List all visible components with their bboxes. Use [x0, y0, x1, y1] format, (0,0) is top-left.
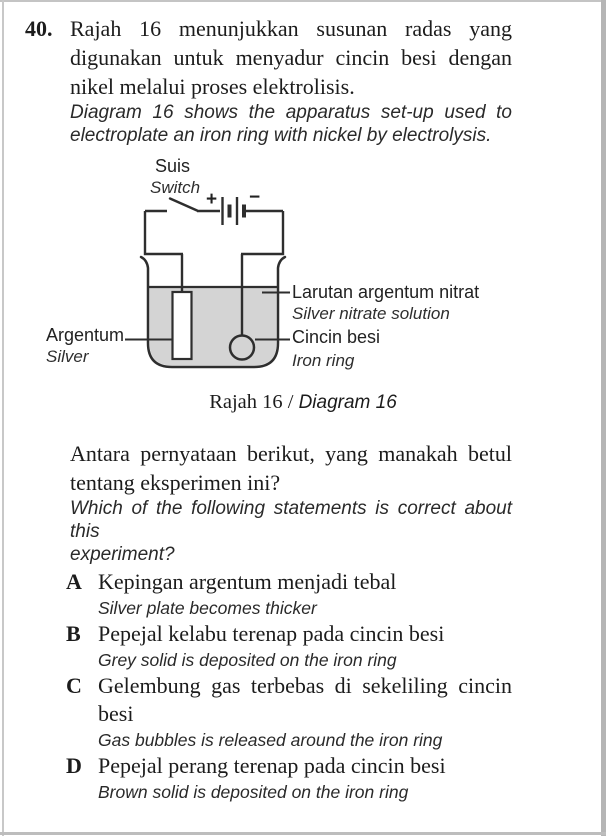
switch-icon — [168, 197, 199, 212]
option-english-line: Silver plate becomes thicker — [98, 598, 317, 618]
option-english-line: Brown solid is deposited on the iron rin… — [98, 782, 409, 802]
intro-english-line: electroplate an iron ring with nickel by… — [70, 125, 492, 146]
option-malay-line: Pepejal kelabu terenap pada cincin besi — [98, 621, 445, 646]
caption-malay: Rajah 16 / — [209, 391, 299, 413]
page-border-bottom — [0, 832, 606, 835]
question-stem: Antara pernyataan berikut, yang manakah … — [0, 439, 512, 566]
diagram-caption: Rajah 16 / Diagram 16 — [0, 391, 606, 414]
ring-label-malay: Cincin besi — [292, 327, 381, 347]
option-english-line: Gas bubbles is released around the iron … — [98, 730, 443, 750]
caption-english: Diagram 16 — [298, 392, 397, 413]
option-malay-line: besi — [98, 701, 134, 726]
option-letter: B — [66, 621, 81, 646]
question-english-line: Which of the following statements is cor… — [70, 498, 512, 542]
solution-label-english: Silver nitrate solution — [292, 304, 450, 323]
option-english-line: Grey solid is deposited on the iron ring — [98, 650, 397, 670]
question-malay-line: tentang eksperimen ini? — [70, 470, 281, 495]
option-b: B Pepejal kelabu terenap pada cincin bes… — [66, 620, 606, 672]
intro-malay-line: digunakan untuk menyadur cincin besi den… — [70, 45, 512, 70]
page-border-right — [601, 0, 606, 836]
option-a: A Kepingan argentum menjadi tebal Silver… — [66, 568, 606, 620]
question-number: 40. — [25, 16, 53, 41]
wire-left-drop — [143, 211, 184, 293]
option-c: C Gelembung gas terbebas di sekeliling c… — [66, 672, 606, 752]
switch-label-malay: Suis — [155, 156, 191, 176]
option-letter: C — [66, 673, 82, 698]
wire-right-drop — [240, 211, 285, 336]
silver-label-english: Silver — [46, 347, 89, 366]
switch-label-english: Switch — [150, 178, 201, 197]
battery-plus-sign: + — [206, 189, 218, 210]
iron-ring-electrode — [228, 334, 256, 361]
silver-plate-electrode — [171, 290, 193, 361]
intro-english-line: Diagram 16 shows the apparatus set-up us… — [70, 102, 512, 123]
option-letter: D — [66, 753, 82, 778]
battery-minus-sign: − — [249, 187, 261, 208]
option-letter: A — [66, 569, 82, 594]
intro-malay-line: Rajah 16 menunjukkan susunan radas yang — [70, 16, 512, 41]
exam-page: 40. Rajah 16 menunjukkan susunan radas y… — [0, 14, 606, 804]
option-malay-line: Pepejal perang terenap pada cincin besi — [98, 753, 446, 778]
apparatus-drawing — [125, 197, 290, 369]
option-d: D Pepejal perang terenap pada cincin bes… — [66, 752, 606, 804]
answer-options: A Kepingan argentum menjadi tebal Silver… — [0, 568, 606, 804]
solution-area — [149, 287, 277, 366]
beaker — [139, 255, 287, 369]
page-border-left — [2, 0, 4, 836]
question-intro: 40. Rajah 16 menunjukkan susunan radas y… — [0, 14, 606, 147]
option-malay-line: Kepingan argentum menjadi tebal — [98, 569, 397, 594]
solution-label-malay: Larutan argentum nitrat — [292, 282, 480, 302]
question-malay-line: Antara pernyataan berikut, yang manakah … — [70, 441, 512, 466]
question-intro-text: Rajah 16 menunjukkan susunan radas yang … — [70, 14, 512, 147]
silver-label-malay: Argentum — [46, 325, 125, 345]
question-english-line: experiment? — [70, 544, 175, 565]
option-malay-line: Gelembung gas terbebas di sekeliling cin… — [98, 673, 512, 698]
intro-malay-line: nikel melalui proses elektrolisis. — [70, 74, 355, 99]
electrolysis-diagram: Suis Switch + − Argentum Silver Larutan … — [0, 151, 606, 419]
ring-label-english: Iron ring — [292, 351, 355, 370]
page-border-top — [0, 0, 606, 2]
battery-icon — [221, 197, 246, 225]
